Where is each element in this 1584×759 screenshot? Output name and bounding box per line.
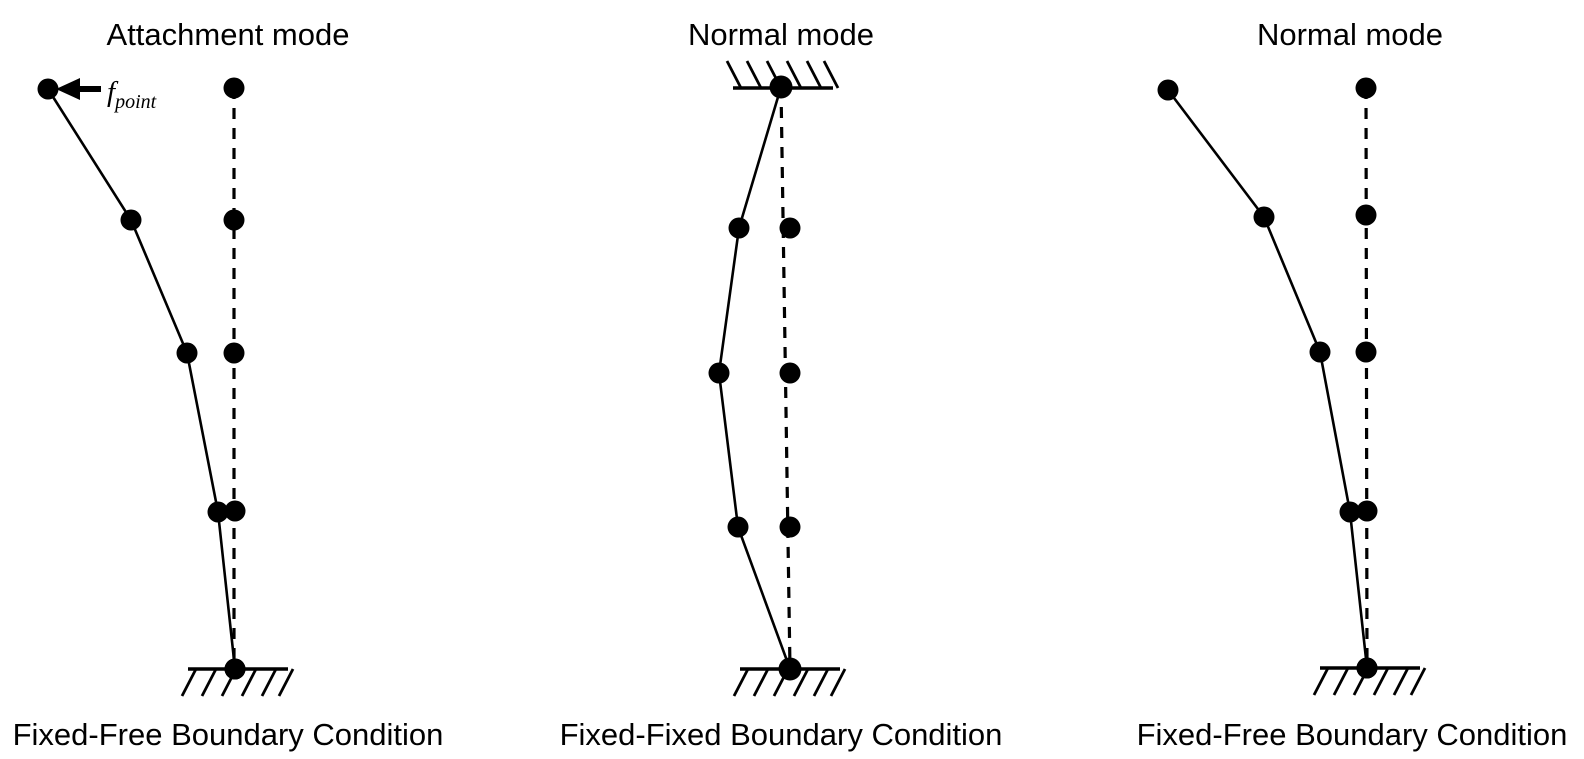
support-hatch — [812, 668, 830, 697]
panel-normal-mode-fixed-fixed: Normal mode — [560, 17, 1003, 752]
support-hatch — [1332, 667, 1350, 696]
support-hatch — [752, 668, 770, 697]
reference-node — [223, 209, 245, 231]
panel-title-normal-mode-fixed-free: Normal mode — [1257, 17, 1443, 52]
panel-title-attachment-mode: Attachment mode — [107, 17, 350, 52]
support-hatch — [822, 60, 840, 89]
boundary-condition-label-center: Fixed-Fixed Boundary Condition — [560, 717, 1003, 752]
reference-node — [1355, 204, 1377, 226]
mode-node — [1157, 79, 1179, 101]
support-hatch — [829, 668, 847, 697]
force-label: fpoint — [107, 76, 157, 113]
support-hatch — [1409, 667, 1427, 696]
support-hatch — [805, 60, 823, 89]
mode-node — [1309, 341, 1331, 363]
mode-node — [1253, 206, 1275, 228]
fixed-support-bottom — [732, 667, 847, 697]
support-hatch — [1392, 667, 1410, 696]
mode-node — [120, 209, 142, 231]
mode-shape-curve — [1166, 88, 1369, 670]
support-hatch — [785, 60, 803, 89]
support-hatch — [732, 668, 750, 697]
mode-node — [207, 501, 229, 523]
mode-node — [727, 516, 749, 538]
support-hatch — [260, 668, 278, 697]
support-hatch — [1352, 667, 1370, 696]
reference-node — [779, 217, 801, 239]
reference-node — [1355, 77, 1377, 99]
mode-node — [176, 342, 198, 364]
reference-node — [223, 77, 245, 99]
support-hatch — [240, 668, 258, 697]
support-hatch — [1312, 667, 1330, 696]
reference-line-dashed — [779, 86, 792, 670]
mode-shape-curve — [717, 85, 792, 671]
force-label-subscript: point — [113, 91, 157, 113]
reference-node — [1355, 341, 1377, 363]
boundary-condition-label-right: Fixed-Free Boundary Condition — [1137, 717, 1568, 752]
boundary-condition-label-left: Fixed-Free Boundary Condition — [13, 717, 444, 752]
support-hatch — [725, 60, 743, 89]
fixed-support-bottom — [180, 667, 295, 697]
panel-attachment-mode: Attachment mode fpoint — [13, 17, 444, 752]
panel-normal-mode-fixed-free: Normal mode Fixed-Free Bounda — [1137, 17, 1568, 752]
mode-node — [1339, 501, 1361, 523]
fixed-support-bottom — [1312, 666, 1427, 696]
support-hatch — [765, 60, 783, 89]
reference-node — [1356, 500, 1378, 522]
reference-line-dashed — [1364, 87, 1369, 669]
mode-node — [728, 217, 750, 239]
reference-node — [224, 500, 246, 522]
support-hatch — [220, 668, 238, 697]
support-hatch — [277, 668, 295, 697]
panel-title-normal-mode-fixed-fixed: Normal mode — [688, 17, 874, 52]
mode-node — [708, 362, 730, 384]
support-hatch — [1372, 667, 1390, 696]
support-hatch — [745, 60, 763, 89]
mode-shape-curve — [46, 87, 237, 671]
force-arrow — [56, 78, 101, 100]
reference-node — [223, 342, 245, 364]
support-hatch — [792, 668, 810, 697]
support-hatch — [772, 668, 790, 697]
reference-node — [779, 516, 801, 538]
support-hatch — [200, 668, 218, 697]
fixed-support-top — [725, 60, 840, 90]
reference-node — [779, 362, 801, 384]
force-arrow-head — [56, 78, 80, 100]
support-hatch — [180, 668, 198, 697]
mode-node — [37, 78, 59, 100]
